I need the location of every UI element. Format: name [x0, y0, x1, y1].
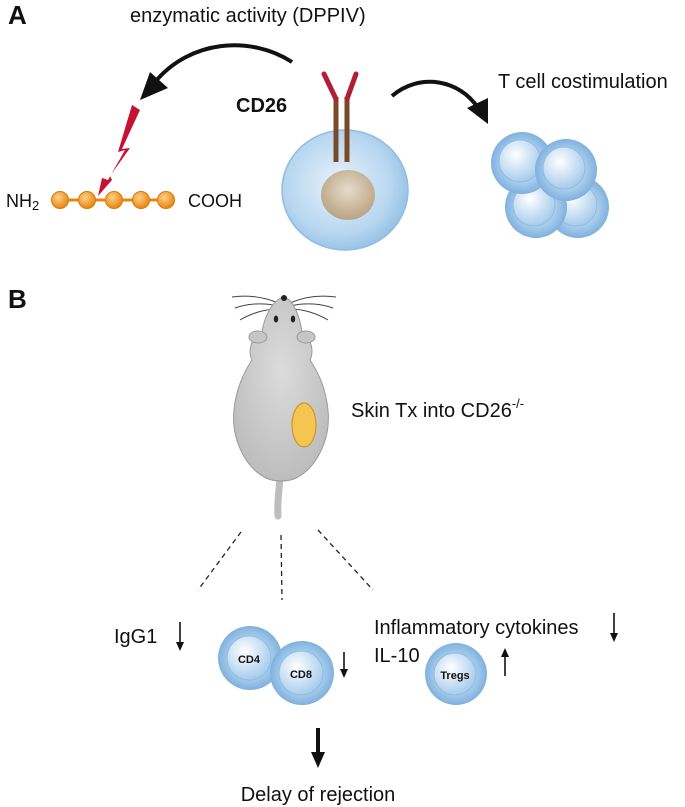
peptide-bead — [51, 191, 69, 209]
cell-nucleus — [321, 170, 375, 220]
t-cell — [535, 139, 597, 201]
panel-a-label: A — [8, 0, 27, 30]
igg1-label: IgG1 — [114, 626, 157, 648]
delay-of-rejection-label: Delay of rejection — [241, 784, 396, 806]
tregs-cell: Tregs — [425, 643, 487, 705]
peptide-bead — [105, 191, 123, 209]
rejection-down-arrow-icon — [311, 728, 325, 768]
cd8-cell: CD8 — [270, 641, 334, 705]
enzymatic-arrow — [140, 43, 294, 100]
inflammatory-cytokines-label: Inflammatory cytokines — [374, 617, 579, 639]
cd4-label: CD4 — [238, 654, 261, 666]
peptide-bead — [78, 191, 96, 209]
lightning-bolt-icon — [98, 105, 140, 196]
cd26-receptor-icon — [321, 71, 359, 162]
peptide-bead — [157, 191, 175, 209]
igg1-down-arrow-icon — [176, 622, 184, 651]
skin-graft — [291, 402, 317, 448]
cd26-cell — [281, 129, 409, 251]
tregs-up-arrow-icon — [501, 648, 509, 676]
enzymatic-activity-label: enzymatic activity (DPPIV) — [130, 5, 366, 27]
cd26-label: CD26 — [236, 95, 287, 117]
cd8-label: CD8 — [290, 669, 312, 681]
mouse-icon — [231, 295, 337, 520]
cd8-down-arrow-icon — [340, 652, 348, 678]
costimulation-arrow — [390, 79, 488, 124]
skin-tx-label: Skin Tx into CD26-/- — [351, 396, 524, 422]
il10-label: IL-10 — [374, 645, 420, 667]
t-cell-costimulation-label: T cell costimulation — [498, 71, 668, 93]
t-cell-cluster — [491, 132, 609, 238]
cd4-cell: CD4 — [218, 626, 282, 690]
tregs-label: Tregs — [440, 670, 469, 682]
cooh-label: COOH — [188, 191, 242, 211]
dashed-connectors — [197, 529, 374, 601]
peptide-bead — [132, 191, 150, 209]
cytokines-down-arrow-icon — [610, 613, 618, 642]
panel-b-label: B — [8, 284, 27, 314]
nh2-label: NH2 — [6, 191, 39, 213]
peptide-chain — [51, 191, 175, 209]
